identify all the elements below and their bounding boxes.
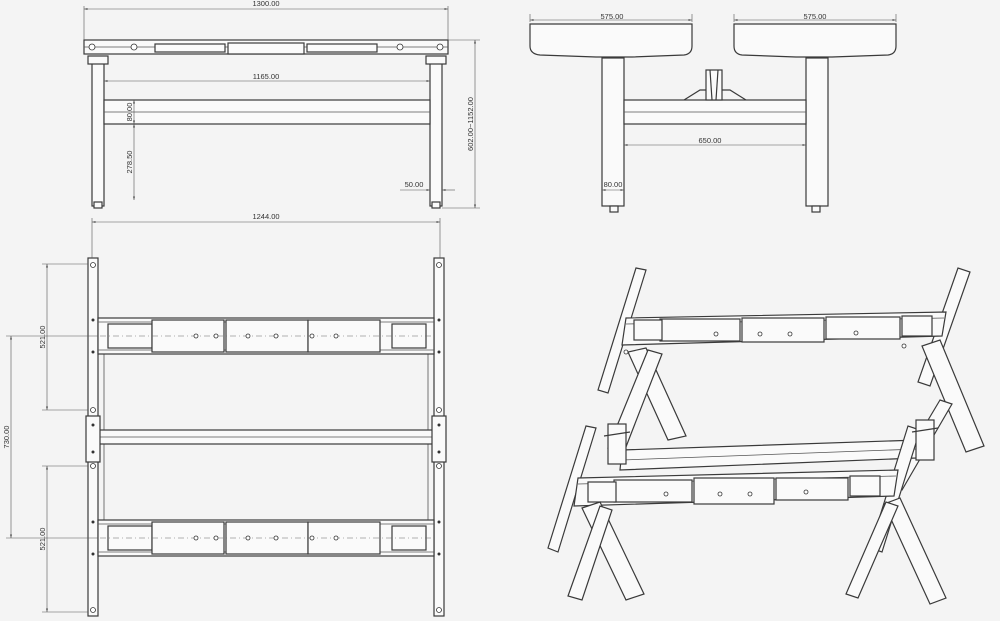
dim-front-width: 1300.00 — [252, 0, 279, 8]
dim-crossbar-height: 80.00 — [125, 103, 134, 122]
dim-plan-depth-lower: 521.00 — [38, 528, 47, 551]
dim-side-top-left: 575.00 — [601, 12, 624, 21]
plan-view: 1244.00 521.00 730.00 521.00 — [2, 212, 447, 617]
dim-leg-width: 50.00 — [405, 180, 424, 189]
dim-plan-total: 730.00 — [2, 426, 11, 449]
dim-side-top-right: 575.00 — [804, 12, 827, 21]
dim-plan-width: 1244.00 — [252, 212, 279, 221]
isometric-view — [547, 267, 985, 605]
side-view: 575.00 575.00 650.00 80.00 — [529, 12, 897, 213]
dim-crossbar-offset: 278.50 — [125, 151, 134, 174]
dim-height-range: 602.00~1152.00 — [466, 97, 475, 151]
front-view: 1300.00 1165.00 80.00 278.50 50.00 602.0… — [83, 0, 480, 209]
dim-side-crossbar: 80.00 — [604, 180, 623, 189]
dim-side-inner: 650.00 — [699, 136, 722, 145]
dim-plan-depth-upper: 521.00 — [38, 326, 47, 349]
dim-front-inner: 1165.00 — [253, 72, 280, 81]
